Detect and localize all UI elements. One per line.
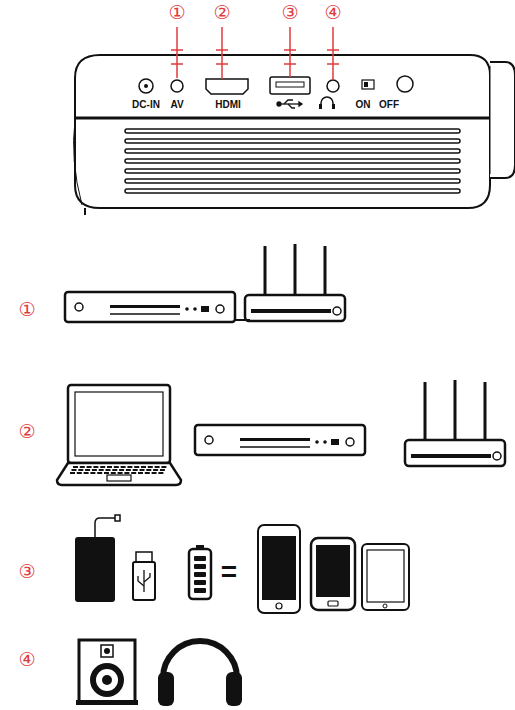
key <box>92 469 97 471</box>
key <box>121 466 126 468</box>
vent-slot <box>125 139 460 143</box>
key <box>145 472 150 474</box>
battery-cell <box>194 572 206 577</box>
key <box>119 469 124 471</box>
key <box>158 472 163 474</box>
key <box>161 466 166 468</box>
row-number: ③ <box>18 562 35 581</box>
key <box>87 466 92 468</box>
key <box>114 466 119 468</box>
row-number: ② <box>18 422 35 441</box>
key <box>80 466 85 468</box>
row-number: ① <box>18 300 35 319</box>
switch-label: ON <box>356 100 371 110</box>
vent-slot <box>125 189 460 193</box>
callout-number: ② <box>213 3 230 22</box>
key <box>99 469 104 471</box>
switch-label: OFF <box>379 100 399 110</box>
key <box>155 466 160 468</box>
key <box>100 466 105 468</box>
key <box>107 466 112 468</box>
equals-sign: = <box>221 558 237 586</box>
key <box>140 469 145 471</box>
callout-number: ① <box>168 3 185 22</box>
key <box>97 472 102 474</box>
battery-cell <box>194 580 206 585</box>
key <box>118 472 123 474</box>
key <box>106 469 111 471</box>
key <box>152 472 157 474</box>
key <box>138 472 143 474</box>
key <box>73 466 78 468</box>
vent-slot <box>125 169 460 173</box>
key <box>111 472 116 474</box>
key <box>126 469 131 471</box>
port-label: AV <box>170 100 183 110</box>
port-label: DC-IN <box>132 100 160 110</box>
key <box>124 472 129 474</box>
vent-slot <box>125 129 460 133</box>
callout-number: ③ <box>281 3 298 22</box>
key <box>133 469 138 471</box>
key <box>134 466 139 468</box>
key <box>90 472 95 474</box>
key <box>153 469 158 471</box>
key <box>78 469 83 471</box>
key <box>104 472 109 474</box>
row-number: ④ <box>18 650 35 669</box>
key <box>127 466 132 468</box>
key <box>112 469 117 471</box>
battery-cell <box>194 556 206 561</box>
port-label: HDMI <box>215 100 241 110</box>
key <box>148 466 153 468</box>
key <box>160 469 165 471</box>
key <box>93 466 98 468</box>
key <box>70 472 75 474</box>
key <box>85 469 90 471</box>
vent-slot <box>125 179 460 183</box>
key <box>131 472 136 474</box>
key <box>84 472 89 474</box>
key <box>77 472 82 474</box>
vent-slot <box>125 159 460 163</box>
key <box>146 469 151 471</box>
key <box>141 466 146 468</box>
key <box>72 469 77 471</box>
battery-cell <box>194 588 206 593</box>
battery-cell <box>194 564 206 569</box>
vent-slot <box>125 149 460 153</box>
callout-number: ④ <box>324 3 341 22</box>
